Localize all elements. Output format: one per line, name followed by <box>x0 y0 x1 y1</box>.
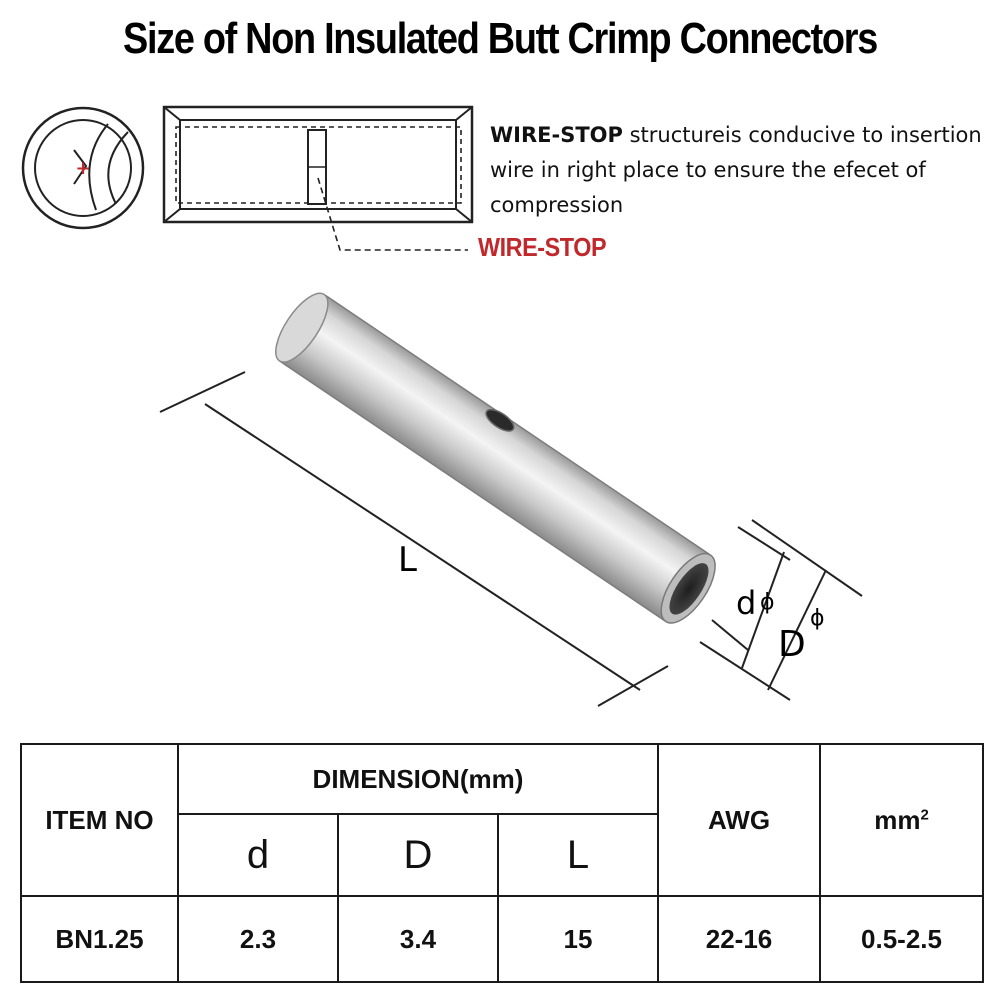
header-awg: AWG <box>657 743 821 897</box>
description-text: structureis conducive to insertion wire … <box>490 123 982 217</box>
wire-stop-description: WIRE-STOP structureis conducive to inser… <box>490 118 995 223</box>
inner-diameter-label: d <box>736 584 757 622</box>
spec-table: ITEM NO DIMENSION(mm) AWG mm2 d D L BN1.… <box>20 743 984 983</box>
length-label: L <box>398 540 417 580</box>
header-D: D <box>337 813 499 897</box>
header-dimension: DIMENSION(mm) <box>177 743 659 815</box>
connector-diagram: + <box>21 105 863 707</box>
phi-symbol-outer: ϕ <box>810 606 825 631</box>
cell-mm2: 0.5-2.5 <box>819 895 984 983</box>
page-title: Size of Non Insulated Butt Crimp Connect… <box>123 14 878 63</box>
cell-d: 2.3 <box>177 895 339 983</box>
description-bold: WIRE-STOP <box>490 123 623 147</box>
header-mm-text: mm <box>874 804 921 835</box>
outer-diameter-label: D <box>778 624 806 665</box>
cell-L: 15 <box>497 895 659 983</box>
cell-item: BN1.25 <box>20 895 179 983</box>
header-d: d <box>177 813 339 897</box>
header-item-no: ITEM NO <box>20 743 179 897</box>
connector-tube <box>275 292 716 624</box>
wire-stop-label: WIRE-STOP <box>478 232 607 262</box>
header-L: L <box>497 813 659 897</box>
length-dimension <box>159 371 669 707</box>
diameter-dimensions <box>699 519 863 701</box>
cross-section-icon: + <box>21 106 145 230</box>
svg-text:+: + <box>75 158 90 179</box>
side-view-schematic <box>162 105 474 251</box>
header-mm-exponent: 2 <box>920 805 929 823</box>
header-mm2: mm2 <box>819 743 984 897</box>
cell-D: 3.4 <box>337 895 499 983</box>
phi-symbol-inner: ϕ <box>760 590 775 615</box>
cell-awg: 22-16 <box>657 895 821 983</box>
table-row: BN1.25 2.3 3.4 15 22-16 0.5-2.5 <box>20 895 984 983</box>
